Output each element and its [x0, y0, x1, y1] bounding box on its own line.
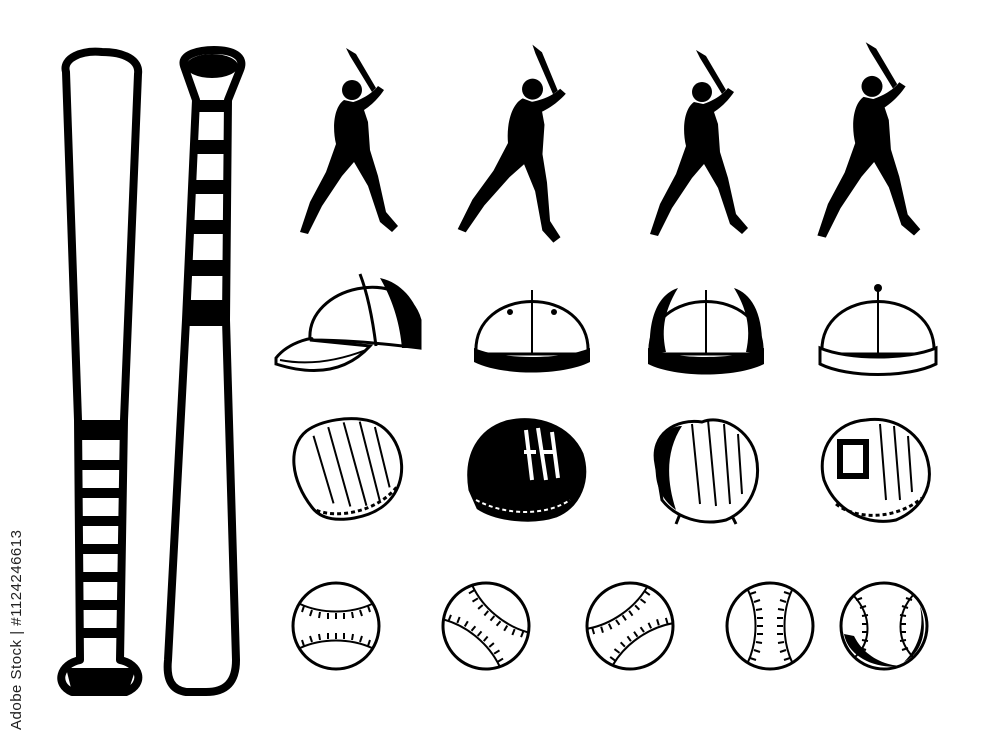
baseball-cap-side-icon	[274, 273, 422, 372]
baseball-glove-icon	[285, 408, 412, 529]
batter-silhouette-icon	[650, 50, 748, 236]
balls-row	[291, 563, 929, 689]
batter-silhouette-icon	[300, 48, 398, 234]
gloves-row	[285, 408, 931, 529]
baseball-icon	[291, 581, 381, 671]
baseball-cap-front-icon	[472, 288, 592, 374]
baseball-glove-icon	[820, 417, 931, 523]
batters-row	[300, 37, 921, 246]
baseball-icon	[568, 564, 692, 688]
stock-id-label: Adobe Stock | #1124246613	[8, 529, 25, 730]
baseball-icon	[423, 563, 549, 689]
baseball-glove-icon	[653, 418, 759, 525]
batter-silhouette-icon	[817, 42, 921, 238]
caps-row	[274, 273, 938, 376]
baseball-bat-outline-icon	[57, 47, 143, 696]
baseball-icon	[839, 581, 929, 671]
baseball-cap-front-icon	[648, 288, 764, 375]
baseball-bat-striped-icon	[163, 46, 246, 696]
batter-silhouette-icon	[457, 37, 587, 246]
baseball-glove-icon	[467, 418, 587, 522]
baseball-cap-front-icon	[818, 284, 938, 376]
baseball-icon	[725, 581, 815, 671]
